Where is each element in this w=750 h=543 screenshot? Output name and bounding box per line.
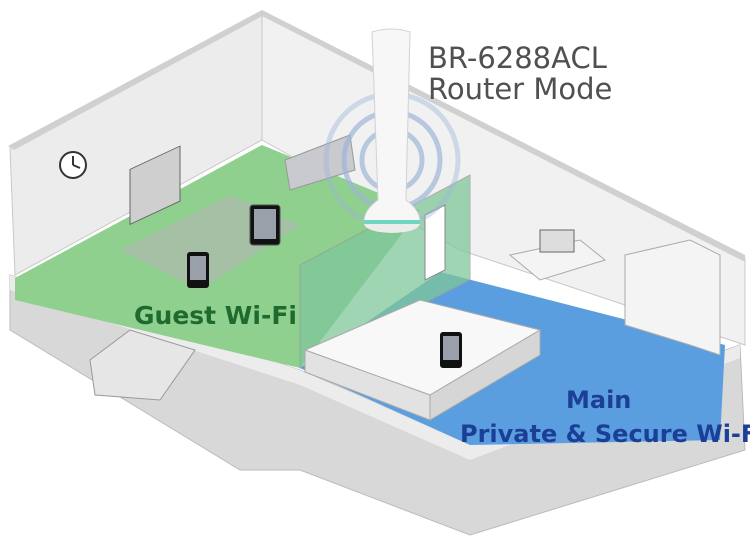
router-model-label: BR-6288ACL <box>428 41 607 75</box>
stairs <box>89 329 196 401</box>
sofa <box>284 134 356 191</box>
wardrobe <box>624 239 721 356</box>
guest-wifi-label: Guest Wi-Fi <box>134 301 297 330</box>
bed-end <box>429 329 541 421</box>
main-wifi-label: Main <box>566 386 632 414</box>
doorway <box>424 204 446 281</box>
main-wifi-sublabel: Private & Secure Wi-Fi <box>460 420 750 448</box>
left-back-wall-top <box>8 10 268 150</box>
router-mode-label: Router Mode <box>428 72 613 106</box>
tv-icon <box>129 145 181 226</box>
laptop-icon <box>539 229 575 253</box>
router-icon <box>363 28 421 233</box>
